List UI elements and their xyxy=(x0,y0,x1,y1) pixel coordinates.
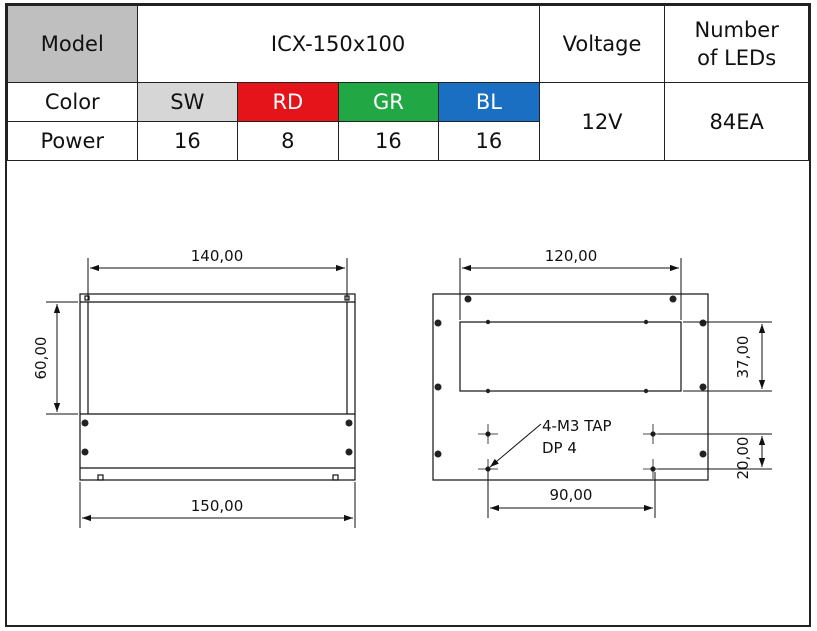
back-right-dimension xyxy=(683,321,772,392)
screw-hole xyxy=(464,295,472,303)
screw-hole xyxy=(485,388,491,394)
screw-hole xyxy=(81,448,89,456)
power-label: Power xyxy=(7,121,138,161)
screw-hole xyxy=(434,450,442,458)
screw-hole xyxy=(643,388,649,394)
front-top-dimension xyxy=(87,258,348,300)
spec-table: Model ICX-150x100 Voltage Number of LEDs… xyxy=(7,5,809,161)
leds-label-line2: of LEDs xyxy=(697,46,777,70)
front-bottom-dimension xyxy=(79,482,356,528)
front-view xyxy=(79,293,356,481)
back-bottom-dim-label: 90,00 xyxy=(550,486,593,504)
power-bl: 16 xyxy=(438,121,540,161)
screw-hole xyxy=(81,419,89,427)
color-label: Color xyxy=(7,82,138,122)
screw-hole xyxy=(699,319,707,327)
power-sw: 16 xyxy=(136,121,239,161)
screw-hole xyxy=(643,319,649,325)
power-gr: 16 xyxy=(337,121,440,161)
back-small-dimension xyxy=(658,433,772,470)
front-outline xyxy=(79,293,356,481)
color-sw: SW xyxy=(136,82,239,122)
back-window xyxy=(459,321,682,392)
screw-hole xyxy=(699,383,707,391)
front-height-dimension xyxy=(46,301,78,415)
leds-label: Number of LEDs xyxy=(664,5,809,83)
screw-hole xyxy=(669,295,677,303)
front-height-dim-label: 60,00 xyxy=(32,337,50,380)
tap-note-line1: 4-M3 TAP xyxy=(542,417,612,435)
tap-leader xyxy=(489,423,542,468)
back-view xyxy=(432,293,709,481)
voltage-label: Voltage xyxy=(538,5,666,83)
tap-note-line2: DP 4 xyxy=(542,439,577,457)
leds-value: 84EA xyxy=(664,82,809,161)
leds-label-line1: Number xyxy=(694,18,779,42)
front-screw-holes xyxy=(81,419,353,456)
back-holes xyxy=(434,295,707,472)
color-gr: GR xyxy=(337,82,440,122)
back-small-dim-label: 20,00 xyxy=(734,437,752,480)
front-bottom-dim-label: 150,00 xyxy=(191,497,244,515)
back-top-dim-label: 120,00 xyxy=(545,247,598,265)
spec-sheet: Model ICX-150x100 Voltage Number of LEDs… xyxy=(5,3,811,627)
back-top-dimension xyxy=(459,258,682,320)
screw-hole xyxy=(699,450,707,458)
back-right-dim-label: 37,00 xyxy=(734,336,752,379)
color-rd: RD xyxy=(237,82,339,122)
front-top-dim-label: 140,00 xyxy=(191,247,244,265)
power-rd: 8 xyxy=(237,121,339,161)
voltage-value: 12V xyxy=(538,82,666,161)
color-bl: BL xyxy=(438,82,540,122)
screw-hole xyxy=(345,448,353,456)
back-bottom-dimension xyxy=(487,472,656,518)
screw-hole xyxy=(345,419,353,427)
screw-hole xyxy=(434,319,442,327)
screw-hole xyxy=(434,383,442,391)
back-outline xyxy=(432,293,709,481)
screw-hole xyxy=(485,319,491,325)
